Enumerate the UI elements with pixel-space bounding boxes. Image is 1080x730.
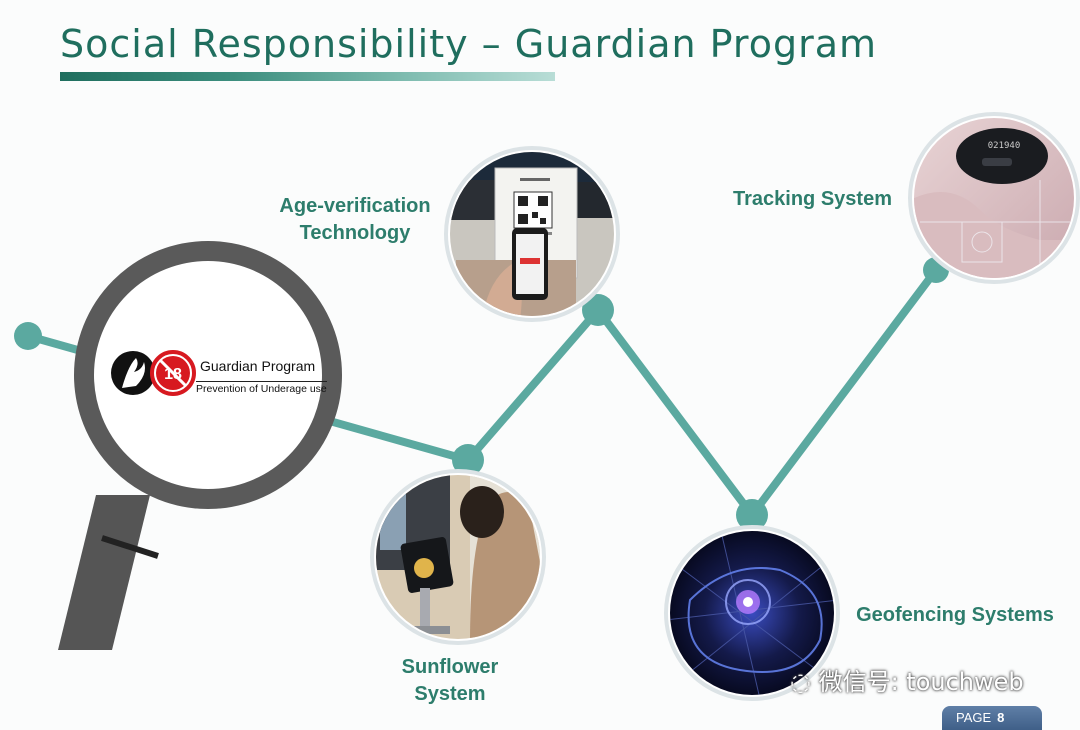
page-indicator: PAGE 8 [942, 706, 1042, 730]
watermark-text: ◌ 微信号: touchweb [790, 668, 1024, 696]
qr-code-phone-photo [444, 146, 620, 322]
guardian-logo-icon [111, 350, 196, 396]
age-badge: 18 [164, 366, 182, 383]
geofence-map-photo [664, 525, 840, 701]
magnifier-icon [58, 241, 342, 650]
timeline-dot [14, 322, 42, 350]
wechat-icon: ◌ [790, 668, 819, 696]
node-label-sunflower: Sunflower System [401, 656, 499, 705]
tracking-device-photo: 021940 [908, 112, 1080, 284]
timeline-dot [452, 444, 484, 476]
svg-text:021940: 021940 [988, 141, 1021, 151]
guardian-program-title: Guardian Program [200, 358, 316, 374]
timeline-dots [14, 257, 949, 531]
node-label-tracking: Tracking System [733, 188, 892, 210]
timeline-dot [736, 499, 768, 531]
node-label-geofencing: Geofencing Systems [856, 604, 1054, 626]
page-title: Social Responsibility – Guardian Program [60, 22, 877, 66]
page-number: 8 [997, 710, 1005, 725]
kiosk-device-photo [370, 469, 546, 645]
guardian-program-subtitle: Prevention of Underage use [196, 381, 327, 395]
page-label: PAGE [956, 710, 992, 725]
title-underline [60, 72, 555, 81]
timeline-dot [582, 294, 614, 326]
node-label-age-verification: Age-verification Technology [279, 195, 431, 244]
